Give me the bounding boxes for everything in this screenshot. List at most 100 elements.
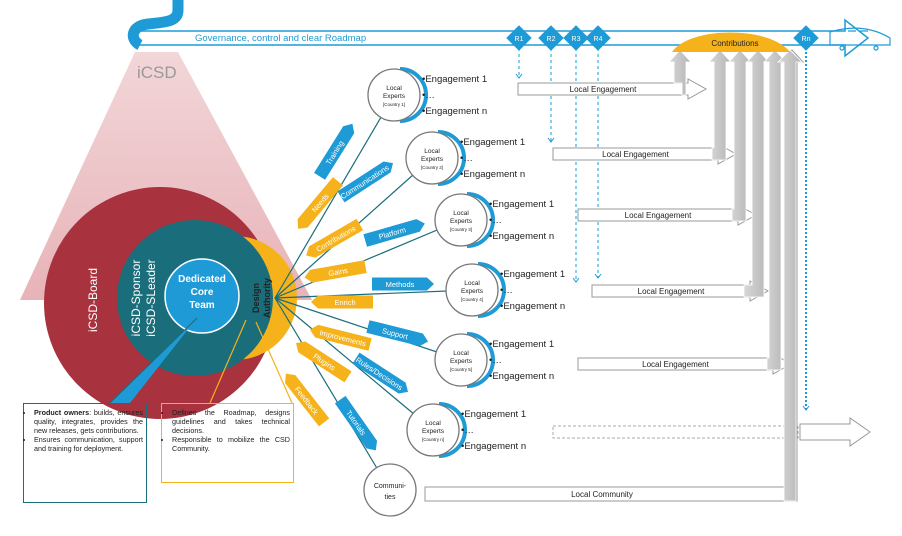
node-accent [466,192,495,248]
engagement-item: •Engagement 1 [489,339,554,350]
engagement-item: •Engagement 1 [460,137,525,148]
product-owner-text: : builds, ensures quality, integrates, p… [34,408,143,435]
product-owner-item-2: Ensures communication, support and train… [34,435,143,453]
train-icon [829,27,891,51]
sleader-label: iCSD-SLeader [144,259,158,336]
milestone-label: R1 [515,36,524,43]
expert-label: Local [453,350,469,357]
board-label: iCSD-Board [86,268,100,332]
expert-label: Local [453,210,469,217]
spoke-arrow [309,324,372,351]
engagement-item: •Engagement n [461,441,526,452]
spoke: Rules/Decisions [352,352,408,394]
connector-line [274,219,462,299]
spoke-arrow [296,341,352,383]
contribution-up-arrow [728,49,752,222]
product-owner-note: Product owners: builds, ensures quality,… [23,403,147,503]
expert-label: Experts [450,358,473,365]
spoke-label: Gains [328,266,349,278]
spoke: Tutorials [334,395,378,451]
core-team-line: Dedicated [178,274,226,285]
core-team-circle [164,258,240,334]
authority-item-1: Defines the Roadmap, designs guidelines … [172,408,290,435]
spoke-arrow [337,161,393,203]
core-team-line: Team [189,300,214,311]
spoke-arrow [297,177,343,229]
spoke-label: Contributions [314,224,357,254]
node-accent [466,332,495,388]
expert-label: Experts [383,93,406,100]
contributions-dome [672,32,790,52]
authority-callout-pointer [209,319,247,404]
connector-line [274,297,391,491]
spoke-arrow [314,123,355,180]
expert-label: Experts [421,156,444,163]
milestone-guide-arrowhead [572,277,580,283]
engagement-label: Local Engagement [625,211,692,220]
contribution-up-arrow [743,49,770,298]
spoke: Communications [337,161,393,203]
milestone-diamond [793,25,819,51]
expert-node [434,193,488,247]
engagement-item: •Engagement n [489,371,554,382]
expert-label: Local [425,420,441,427]
expert-node [405,131,459,185]
contributions-label: Contributions [711,39,758,48]
milestone-guide-arrowhead [547,137,555,143]
product-owner-bold: Product owners [34,408,90,417]
community-up-arrow [777,49,803,502]
spoke-arrow [304,260,367,283]
spoke: Enrich [311,295,373,309]
milestone-guide-arrowhead [802,405,810,411]
milestone-diamond [585,25,611,51]
milestone-diamond [506,25,532,51]
spoke-label: Communications [339,163,391,201]
community-label: Local Community [571,490,633,499]
spoke-arrow [363,219,425,247]
communities-label: ties [385,494,396,501]
engagement-item: •… [489,215,502,226]
engagement-label: Local Engagement [642,360,709,369]
contribution-up-arrow [708,49,732,161]
engagement-item: •Engagement n [460,169,525,180]
spoke: Support [366,320,429,347]
pending-arrow-head [799,417,871,447]
pending-arrow [552,425,799,439]
node-accent [438,402,467,458]
engagement-label: Local Engagement [638,287,705,296]
expert-label: Experts [422,428,445,435]
engagement-item: •… [460,153,473,164]
milestone-label: Rn [802,36,811,43]
spoke-arrow [306,218,364,258]
engagement-item: •Engagement n [489,231,554,242]
spoke: Training [314,123,355,180]
milestone-diamond [538,25,564,51]
expert-country: [Country 4] [461,297,483,302]
roadmap-title: Governance, control and clear Roadmap [195,33,366,44]
communities-node [363,463,417,517]
spoke-label: Methods [386,280,415,289]
expert-label: Local [464,280,480,287]
spoke: Platform [363,219,425,247]
expert-label: Experts [450,218,473,225]
expert-label: Local [424,148,440,155]
authority-line: Authority [262,278,272,318]
expert-node [406,403,460,457]
spoke-arrow [285,373,330,427]
engagement-arrow [517,78,708,100]
node-accent [477,262,506,318]
core-team-line: Core [191,287,214,298]
engagement-item: •… [489,355,502,366]
spoke: Methods [372,277,434,291]
authority-item-2: Responsible to mobilize the CSD Communit… [172,435,290,453]
milestone-guide-arrowhead [515,73,523,79]
expert-country: [Country 2] [421,165,443,170]
expert-country: [Country 5] [450,367,472,372]
spoke-label: Enrich [334,298,355,307]
milestone-diamond [563,25,589,51]
contribution-up-arrow [763,49,787,371]
engagement-item: •… [500,285,513,296]
